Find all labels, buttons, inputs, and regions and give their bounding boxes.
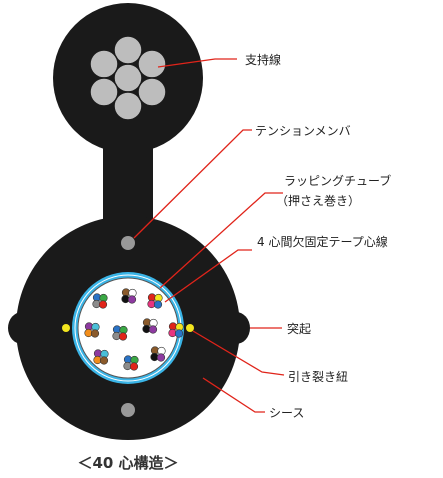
leader-lines bbox=[133, 58, 285, 413]
leader-wrapping-tube bbox=[159, 192, 283, 289]
optical-fiber bbox=[127, 295, 137, 304]
leader-rip-cord bbox=[192, 330, 285, 376]
label-fiber-tape: 4 心間欠固定テープ心線 bbox=[257, 234, 388, 249]
wire-strand bbox=[89, 77, 119, 107]
wire-strand bbox=[89, 49, 119, 79]
optical-fiber bbox=[153, 300, 163, 309]
tension-member-bottom bbox=[121, 403, 135, 417]
leader-tension-member bbox=[133, 129, 252, 239]
diagram-caption: ＜40 心構造＞ bbox=[77, 454, 178, 472]
label-rip-cord: 引き裂き紐 bbox=[288, 370, 348, 384]
optical-fiber bbox=[129, 362, 139, 371]
wire-strand bbox=[113, 63, 143, 93]
wire-strand bbox=[137, 49, 167, 79]
label-wrapping-tube-sub: （押さえ巻き） bbox=[276, 194, 360, 208]
wire-strand bbox=[113, 35, 143, 65]
optical-fiber bbox=[118, 332, 128, 341]
rip-cord-right bbox=[186, 324, 194, 332]
optical-fiber bbox=[98, 300, 108, 309]
optical-fiber bbox=[90, 329, 100, 338]
label-protrusion: 突起 bbox=[287, 321, 311, 336]
leader-support-wire bbox=[157, 58, 237, 68]
optical-fiber bbox=[156, 353, 166, 362]
label-tension-member: テンションメンバ bbox=[255, 124, 351, 138]
label-sheath: シース bbox=[269, 406, 304, 420]
tension-member-top bbox=[121, 236, 135, 250]
label-wrapping-tube: ラッピングチューブ bbox=[284, 173, 391, 188]
leader-fiber-tape bbox=[164, 249, 252, 303]
leader-sheath bbox=[202, 377, 265, 413]
rip-cord-left bbox=[62, 324, 70, 332]
support-wire-strands bbox=[89, 35, 167, 121]
fiber-tape-units bbox=[84, 288, 184, 371]
label-support-wire: 支持線 bbox=[245, 52, 281, 67]
optical-fiber bbox=[174, 329, 184, 338]
wire-strand bbox=[137, 77, 167, 107]
optical-fiber bbox=[148, 325, 158, 334]
optical-fiber bbox=[99, 356, 109, 365]
wire-strand bbox=[113, 91, 143, 121]
